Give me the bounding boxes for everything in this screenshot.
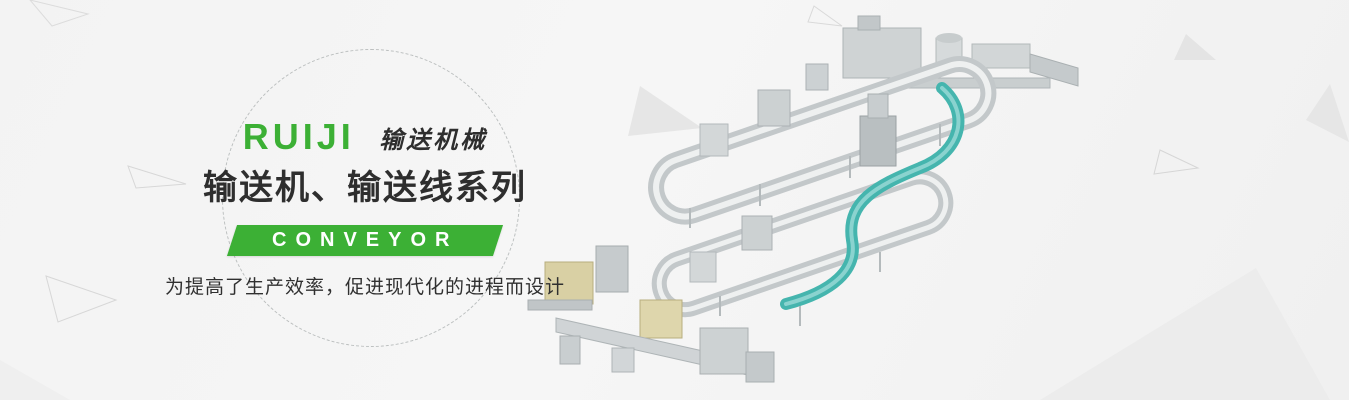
banner-title: 输送机、输送线系列 <box>203 169 527 207</box>
banner-tagline: 为提高了生产效率，促进现代化的进程而设计 <box>164 277 565 298</box>
headline-block: RUIJI 输送机械 输送机、输送线系列 CONVEYOR 为提高了生产效率，促… <box>150 116 580 299</box>
brand-logo-text: RUIJI <box>242 116 355 157</box>
top-machine-cluster <box>842 15 1079 89</box>
lower-loop-track <box>651 169 954 318</box>
teal-conveyor-belt <box>780 82 965 310</box>
conveyor-ribbon-label: CONVEYOR <box>271 229 459 251</box>
conveyor-ribbon: CONVEYOR <box>226 225 504 256</box>
dashed-circle-decoration <box>222 49 520 347</box>
upper-loop-track <box>648 56 997 225</box>
mid-line-machines <box>689 63 897 283</box>
brand-subtitle: 输送机械 <box>379 126 488 154</box>
brand-row: RUIJI 输送机械 <box>150 116 580 158</box>
conveyor-legs <box>689 124 941 326</box>
palletizer-cluster <box>527 245 775 383</box>
